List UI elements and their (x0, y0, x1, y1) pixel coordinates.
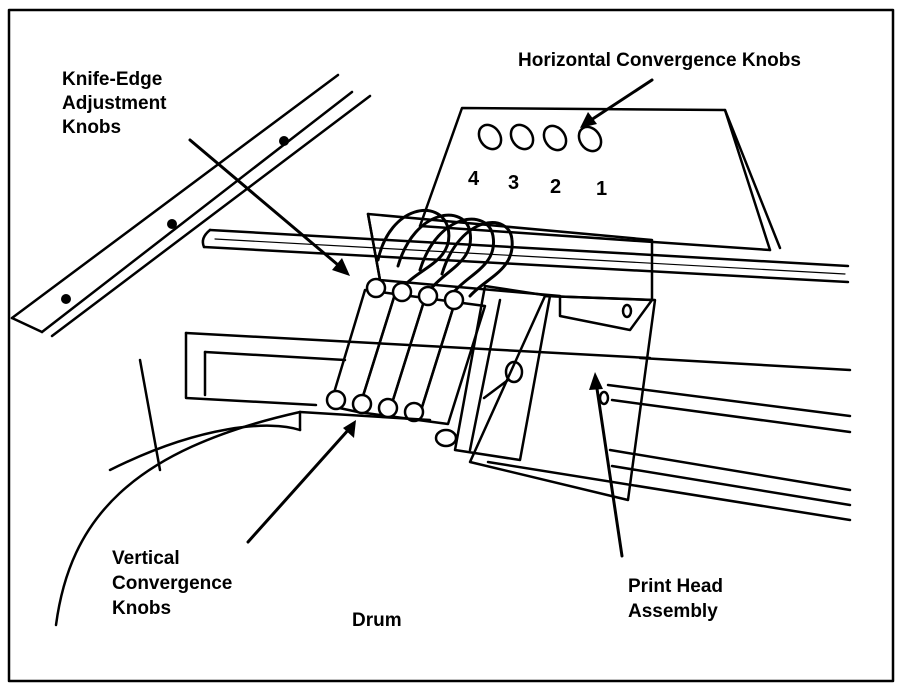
knife-edge-knobs (365, 277, 465, 311)
label-vertical-2: Convergence (112, 573, 233, 594)
figure-border (7, 8, 895, 683)
knob-number-4: 4 (468, 168, 480, 190)
arrowheads (332, 112, 603, 438)
label-vertical-1: Vertical (112, 548, 180, 569)
horizontal-knobs (477, 123, 603, 153)
rail-holes (61, 136, 289, 304)
knob-number-3: 3 (508, 172, 520, 194)
rear-panel (418, 106, 782, 252)
knob-number-1: 1 (596, 178, 608, 200)
label-drum: Drum (352, 610, 402, 631)
leader-arrows (188, 78, 654, 558)
label-knife-edge-3: Knobs (62, 117, 122, 138)
side-screw (434, 360, 524, 448)
label-knife-edge-2: Adjustment (62, 93, 167, 114)
cables (376, 209, 514, 298)
knob-number-2: 2 (550, 176, 562, 198)
label-print-head-2: Assembly (628, 601, 718, 622)
drum (54, 410, 852, 627)
label-vertical-3: Knobs (112, 598, 172, 619)
label-horizontal-convergence: Horizontal Convergence Knobs (518, 50, 801, 71)
left-rail (10, 73, 372, 338)
label-knife-edge-1: Knife-Edge (62, 69, 163, 90)
lower-frame (138, 331, 852, 507)
head-modules (328, 284, 552, 462)
label-print-head-1: Print Head (628, 576, 724, 597)
upper-guide-rod (201, 228, 850, 284)
carriage (366, 212, 657, 502)
